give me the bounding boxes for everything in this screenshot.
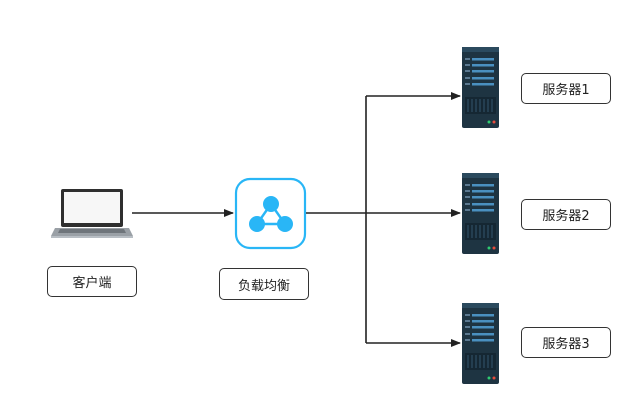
server-3-label: 服务器3 xyxy=(521,327,611,358)
client-label-text: 客户端 xyxy=(72,276,112,291)
server-1-label-text: 服务器1 xyxy=(542,83,590,98)
server-2-label-text: 服务器2 xyxy=(542,209,590,224)
load-balancer-icon xyxy=(234,177,307,250)
load-balancer-label: 负载均衡 xyxy=(219,268,309,300)
server-icon xyxy=(462,47,499,128)
server-1-label: 服务器1 xyxy=(521,73,611,104)
load-balancer-label-text: 负载均衡 xyxy=(237,278,290,294)
client-label: 客户端 xyxy=(47,266,137,297)
server-icon xyxy=(462,303,499,384)
server-3-label-text: 服务器3 xyxy=(542,337,590,352)
server-icon xyxy=(462,173,499,254)
server-2-label: 服务器2 xyxy=(521,199,611,230)
laptop-icon xyxy=(51,189,133,238)
